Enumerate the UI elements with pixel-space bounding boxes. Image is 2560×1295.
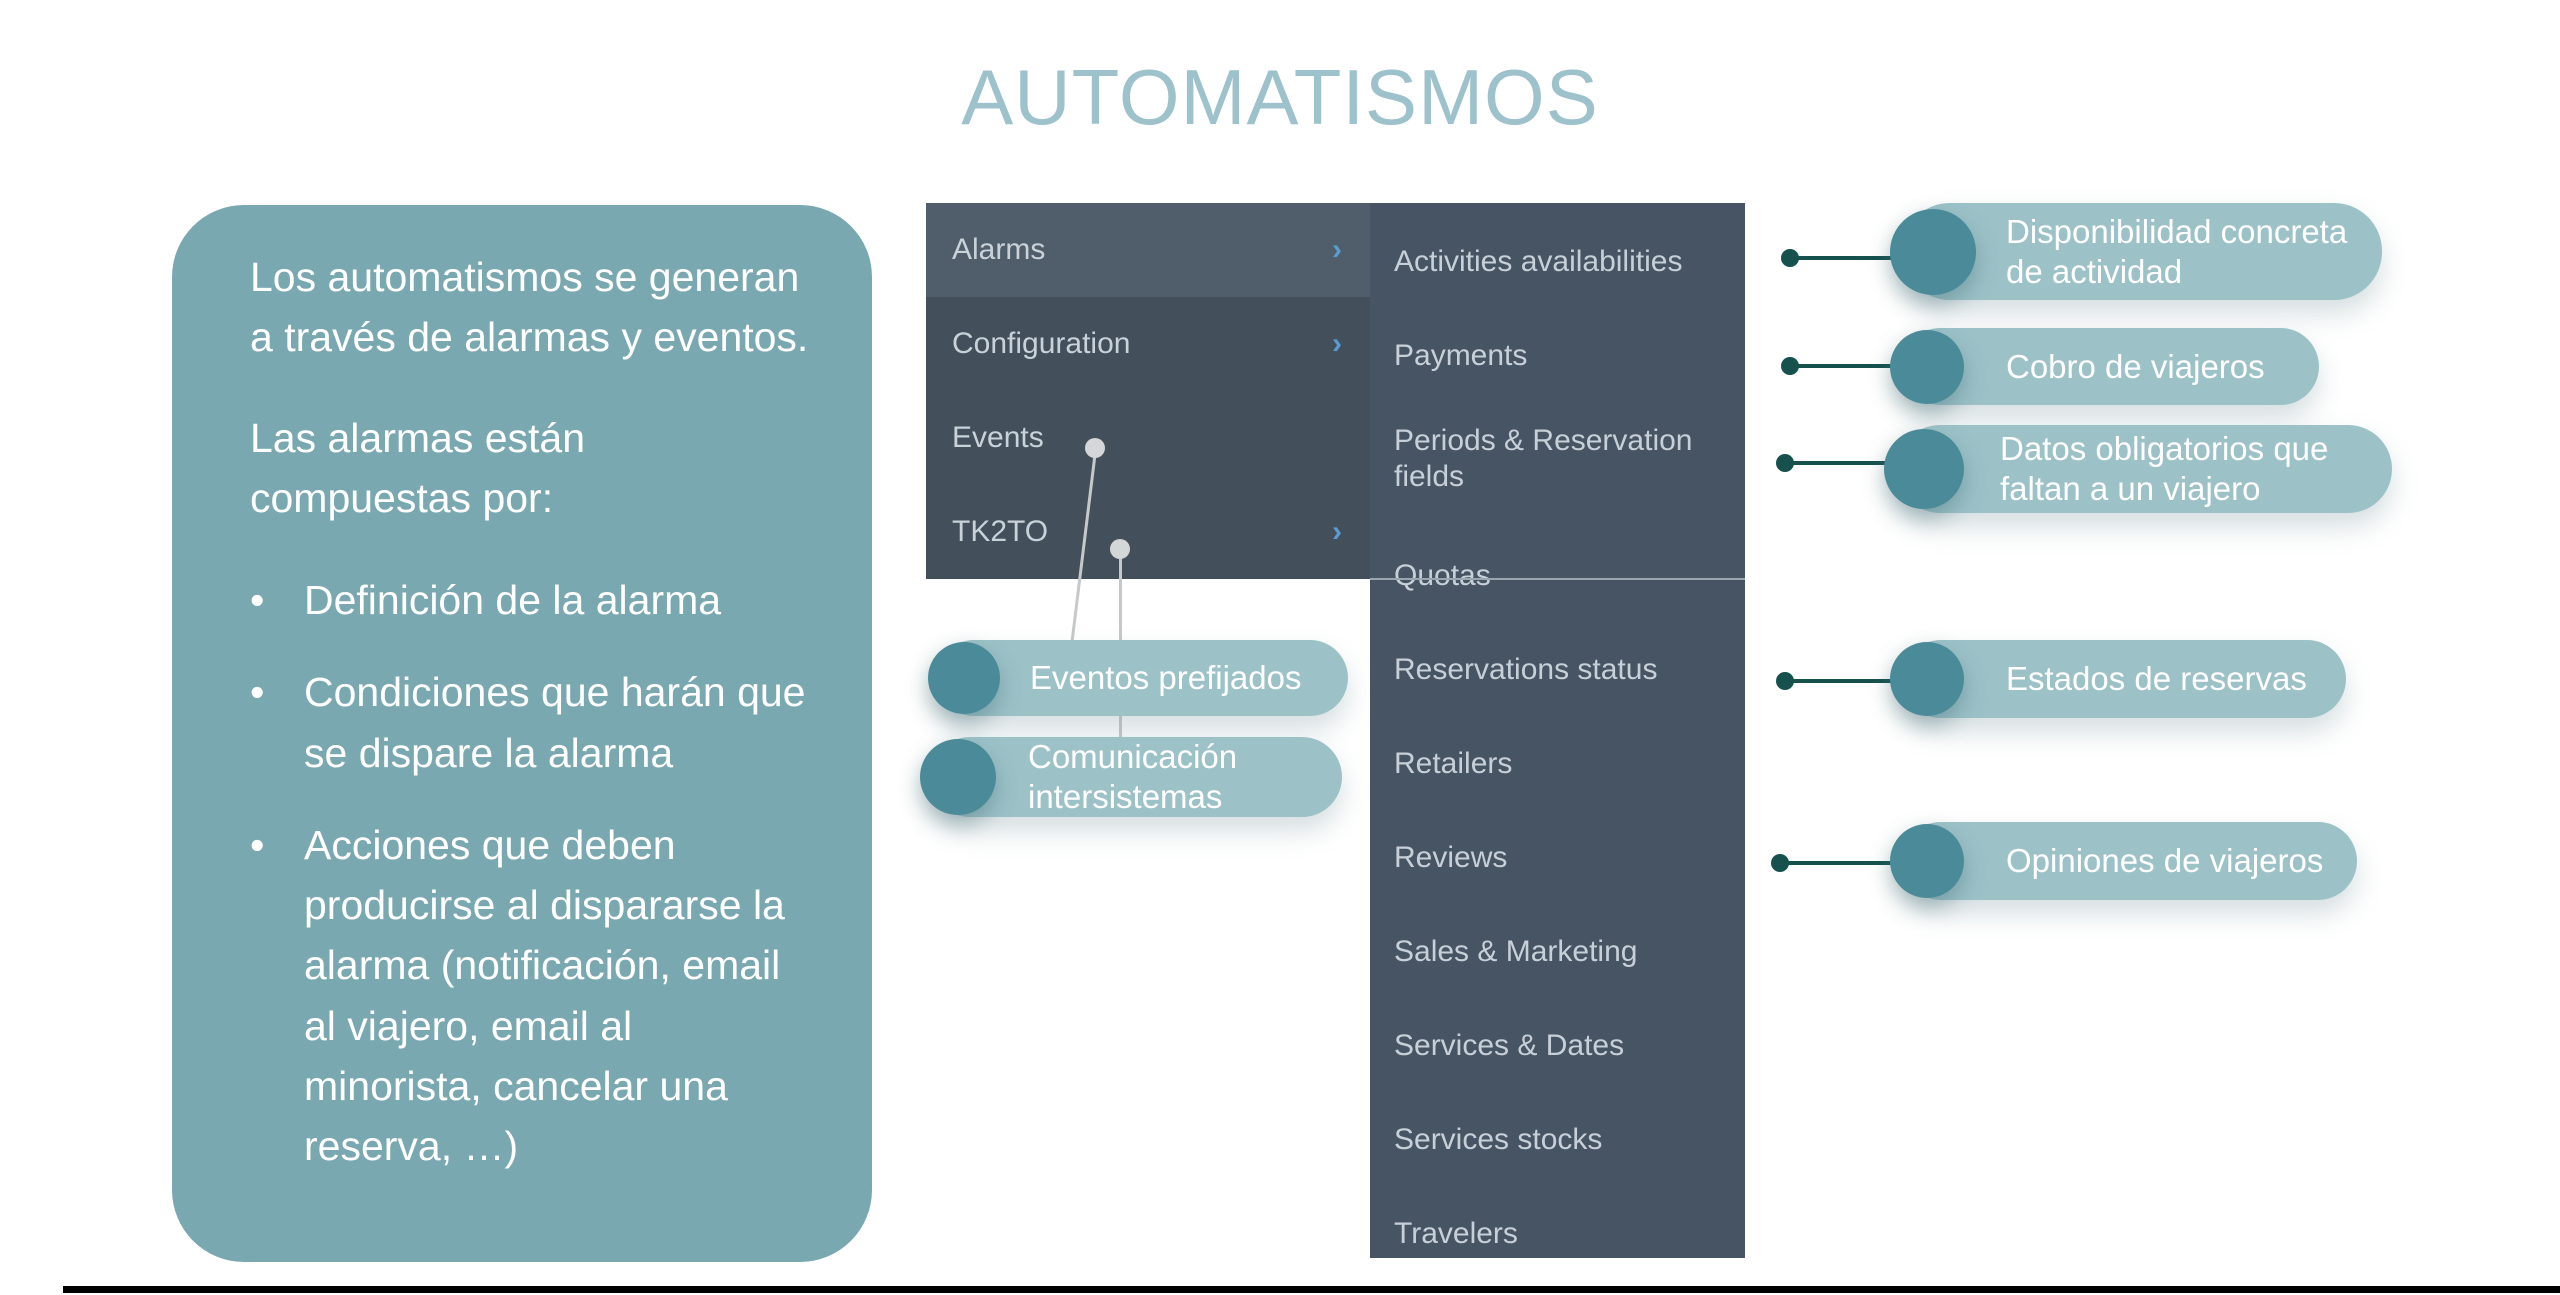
connector-dot [1776, 454, 1794, 472]
bullet-icon: • [250, 821, 265, 868]
callout-dot-icon [1890, 208, 1976, 295]
callout-eventos-prefijados[interactable]: Eventos prefijados [928, 640, 1348, 716]
submenu-item-payments[interactable]: Payments [1370, 309, 1745, 403]
submenu-item-services-dates[interactable]: Services & Dates [1370, 999, 1745, 1093]
menu-item-label: Events [952, 421, 1044, 454]
menu-item-label: Configuration [952, 327, 1131, 360]
menu-item-label: Alarms [952, 233, 1046, 266]
callout-label: Datos obligatorios que faltan a un viaje… [2000, 430, 2329, 507]
callout-dot-icon [1890, 824, 1964, 898]
connector-line [1785, 461, 1940, 465]
submenu-item-label: Sales & Marketing [1394, 935, 1638, 968]
page-title: AUTOMATISMOS [961, 53, 1599, 141]
list-item: • Definición de la alarma [250, 570, 814, 630]
list-item-label: Acciones que deben producirse al dispara… [304, 821, 785, 1170]
submenu-item-label: Activities availabilities [1394, 245, 1683, 278]
callout-label: Opiniones de viajeros [2006, 842, 2324, 880]
bullet-icon: • [250, 577, 265, 624]
submenu-item-label: Quotas [1394, 559, 1491, 592]
submenu-item-quotas[interactable]: Quotas [1370, 529, 1745, 623]
connector-dot [1110, 539, 1130, 559]
panel-divider [1370, 578, 1745, 580]
bottom-rule [63, 1286, 2560, 1293]
submenu-item-reservations-status[interactable]: Reservations status [1370, 623, 1745, 717]
connector-line [1785, 679, 1955, 683]
submenu-item-label: Travelers [1394, 1217, 1518, 1250]
submenu-item-label: Reservations status [1394, 653, 1658, 686]
callout-label: Eventos prefijados [1030, 659, 1302, 697]
bullet-icon: • [250, 669, 265, 716]
connector-line [1790, 256, 1980, 260]
callout-label: Disponibilidad concreta de actividad [2006, 212, 2348, 290]
submenu-item-label: Retailers [1394, 747, 1513, 780]
callout-disponibilidad[interactable]: Disponibilidad concreta de actividad [1890, 203, 2382, 300]
submenu-item-label: Periods & Reservation fields [1394, 424, 1693, 493]
submenu-item-travelers[interactable]: Travelers [1370, 1187, 1745, 1281]
callout-dot-icon [1890, 329, 1964, 404]
submenu-item-label: Payments [1394, 339, 1528, 372]
callout-estados-reservas[interactable]: Estados de reservas [1890, 640, 2346, 718]
description-card: Los automatismos se generan a través de … [172, 205, 872, 1262]
connector-dot [1085, 438, 1105, 458]
connector-dot [1781, 357, 1799, 375]
chevron-right-icon: › [1332, 233, 1342, 266]
list-item-label: Definición de la alarma [304, 577, 722, 624]
submenu-item-label: Reviews [1394, 841, 1508, 874]
callout-comunicacion-intersistemas[interactable]: Comunicación intersistemas [920, 737, 1342, 817]
list-item-label: Condiciones que harán que se dispare la … [304, 669, 806, 776]
card-spacer [250, 368, 814, 408]
connector-dot [1776, 672, 1794, 690]
submenu-item-label: Services & Dates [1394, 1029, 1625, 1062]
primary-menu-panel: Alarms › Configuration › Events › TK2TO … [926, 203, 1370, 579]
callout-label: Cobro de viajeros [2006, 347, 2265, 385]
connector-line [1780, 861, 1960, 865]
callout-dot-icon [928, 642, 1000, 714]
menu-item-alarms[interactable]: Alarms › [926, 203, 1370, 297]
callout-datos-obligatorios[interactable]: Datos obligatorios que faltan a un viaje… [1884, 425, 2392, 513]
secondary-menu-panel: Activities availabilities Payments Perio… [1370, 203, 1745, 1258]
callout-label: Comunicación intersistemas [1028, 738, 1238, 815]
submenu-item-periods-reservation-fields[interactable]: Periods & Reservation fields [1370, 403, 1745, 529]
callout-dot-icon [1884, 429, 1964, 509]
chevron-right-icon: › [1332, 327, 1342, 360]
callout-opiniones-viajeros[interactable]: Opiniones de viajeros [1890, 822, 2357, 900]
callout-dot-icon [1890, 642, 1964, 716]
chevron-right-icon: › [1332, 515, 1342, 548]
menu-item-configuration[interactable]: Configuration › [926, 297, 1370, 391]
submenu-item-sales-marketing[interactable]: Sales & Marketing [1370, 905, 1745, 999]
menu-item-tk2to[interactable]: TK2TO › [926, 485, 1370, 579]
list-item: • Acciones que deben producirse al dispa… [250, 815, 814, 1177]
submenu-item-reviews[interactable]: Reviews [1370, 811, 1745, 905]
submenu-item-retailers[interactable]: Retailers [1370, 717, 1745, 811]
callout-dot-icon [920, 739, 996, 815]
submenu-item-label: Services stocks [1394, 1123, 1603, 1156]
connector-dot [1771, 854, 1789, 872]
menu-item-label: TK2TO [952, 515, 1049, 548]
card-bullet-list: • Definición de la alarma • Condiciones … [250, 570, 814, 1176]
callout-cobro[interactable]: Cobro de viajeros [1890, 328, 2319, 405]
connector-dot [1781, 249, 1799, 267]
list-item: • Condiciones que harán que se dispare l… [250, 662, 814, 783]
callout-label: Estados de reservas [2006, 660, 2307, 698]
card-paragraph-2: Las alarmas están compuestas por: [250, 414, 586, 521]
submenu-item-services-stocks[interactable]: Services stocks [1370, 1093, 1745, 1187]
menu-item-events[interactable]: Events › [926, 391, 1370, 485]
submenu-item-activities-availabilities[interactable]: Activities availabilities [1370, 215, 1745, 309]
connector-line [1790, 364, 1950, 368]
card-paragraph-1: Los automatismos se generan a través de … [250, 254, 809, 361]
